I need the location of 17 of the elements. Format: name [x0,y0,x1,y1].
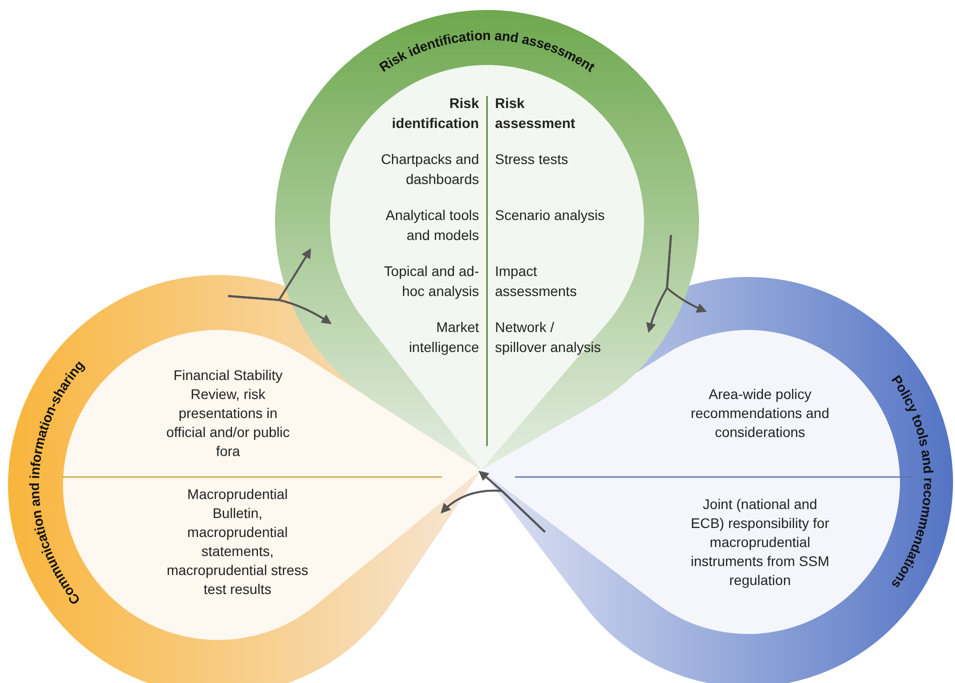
item-text: Financial Stability Review, risk presentations in official and/or public fora [165,366,291,461]
item-text: Impact assessments [495,262,578,301]
column-heading: Risk identification [390,94,479,133]
item-text: Market intelligence [408,318,479,357]
item-text: Network / spillover analysis [495,318,602,357]
item-text: Topical and ad-hoc analysis [383,262,479,301]
item-text: Analytical tools and models [384,206,479,245]
item-text: Macroprudential Bulletin, macroprudential statements, macroprudential stress test results [166,485,310,599]
item-text: Scenario analysis [495,206,606,225]
item-text: Chartpacks and dashboards [380,150,479,189]
item-text: Area-wide policy recommendations and considerations [690,385,830,442]
arrow [440,490,546,533]
item-text: Stress tests [495,150,570,169]
arrow [228,295,332,324]
arrow [646,234,672,333]
column-heading: Risk assessment [495,94,576,133]
item-text: Joint (national and ECB) responsibility for macroprudential instruments from SSM regulation [690,495,830,590]
